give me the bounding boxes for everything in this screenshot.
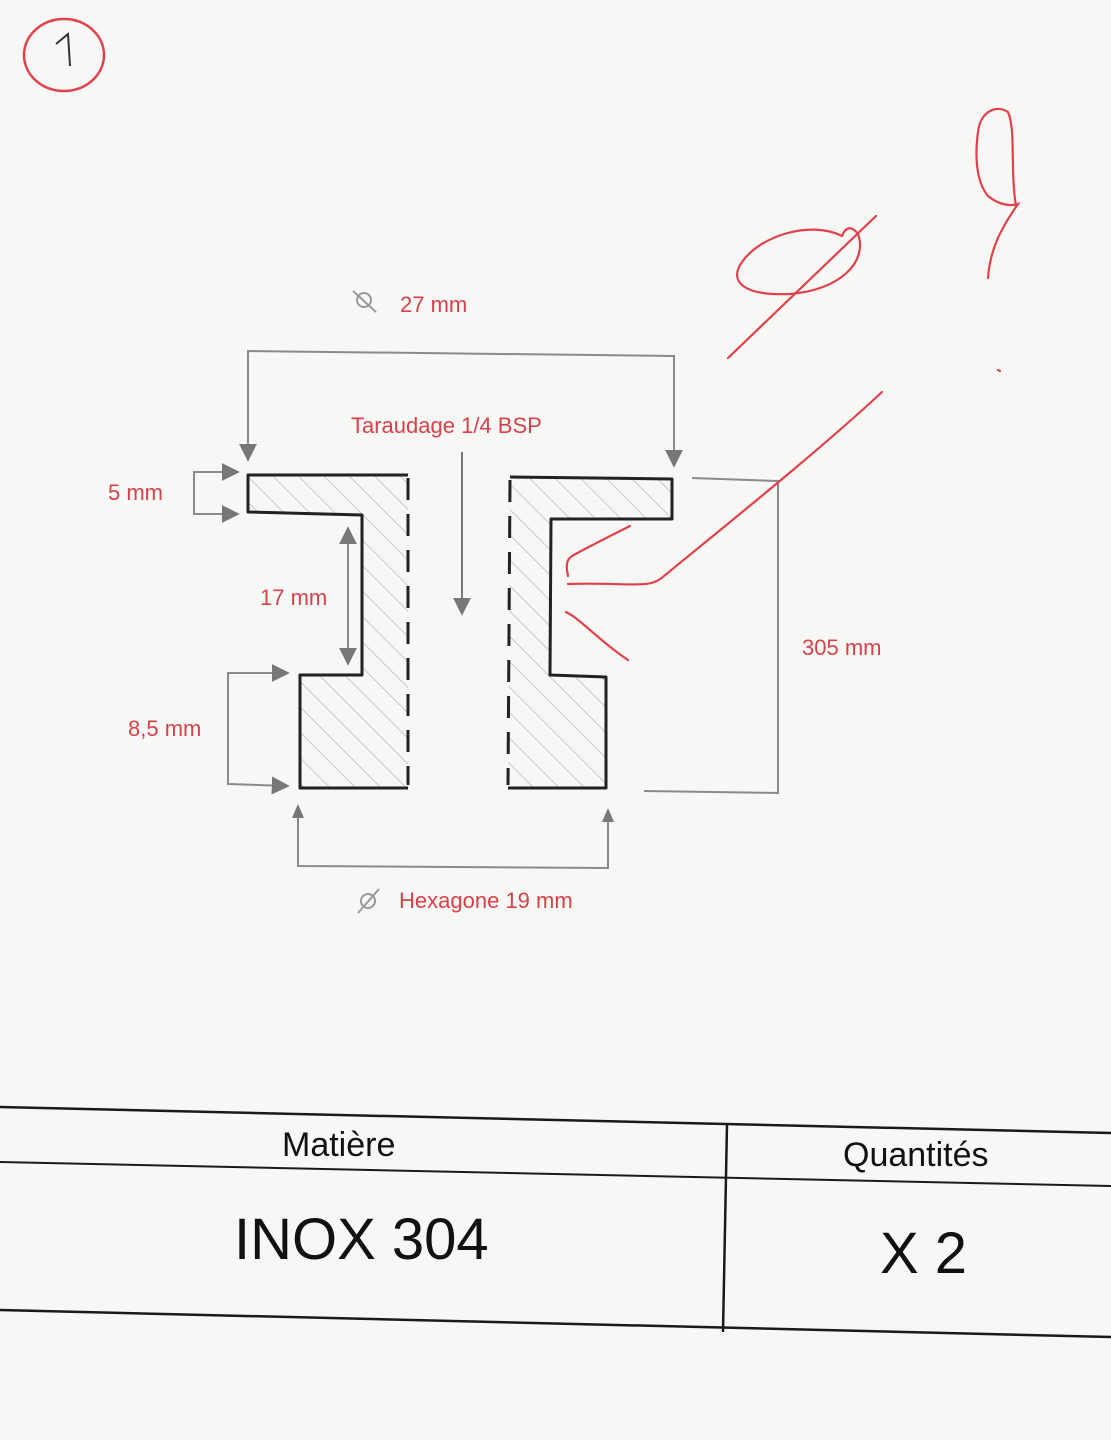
hexagon-diameter-symbol-icon <box>357 888 380 914</box>
material-header: Matière <box>282 1126 396 1164</box>
left-section-outline <box>246 473 408 790</box>
outer-diameter-label: 27 mm <box>400 292 468 317</box>
base-height-dimension-line <box>227 672 290 795</box>
inner-height-label: 17 mm <box>260 585 328 610</box>
right-section-outline <box>508 475 674 790</box>
handwritten-correction-marks <box>564 107 1021 662</box>
total-height-label: 305 mm <box>802 635 882 660</box>
diameter-symbol-icon <box>352 290 377 313</box>
flange-thickness-label: 5 mm <box>108 480 163 505</box>
hexagon-dimension-line <box>297 812 609 870</box>
sheet-number-glyph <box>55 31 71 67</box>
sheet-number-circle <box>22 17 106 93</box>
hexagon-label: Hexagone 19 mm <box>399 888 573 913</box>
total-height-dimension-line <box>643 477 779 795</box>
title-block-grid <box>0 1105 1111 1339</box>
hexagon-arrowheads <box>292 804 614 822</box>
quantity-value: X 2 <box>880 1221 968 1286</box>
thread-label: Taraudage 1/4 BSP <box>351 413 542 438</box>
quantity-header: Quantités <box>843 1136 989 1174</box>
base-height-label: 8,5 mm <box>128 716 202 741</box>
diameter-27-dimension-line <box>247 349 683 468</box>
flange-thickness-dimension <box>193 463 240 523</box>
material-value: INOX 304 <box>234 1207 489 1272</box>
right-bore-hidden-line <box>506 479 512 786</box>
